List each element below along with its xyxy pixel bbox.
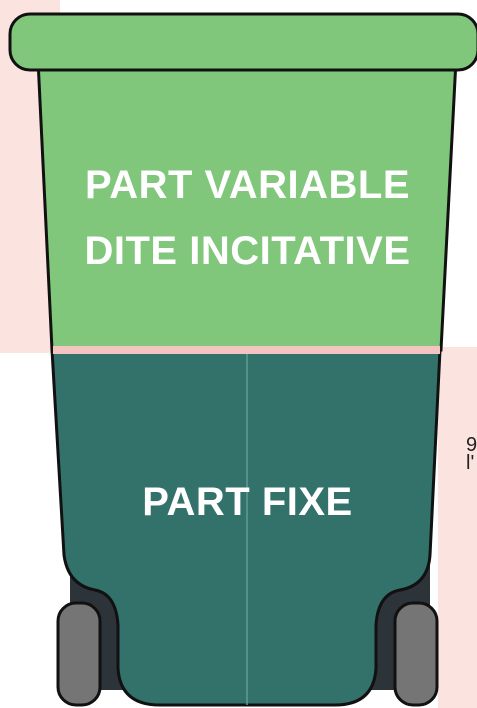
cropped-side-text-line1: 9 [466, 434, 477, 456]
bin-lid [8, 12, 477, 72]
right-wheel [393, 601, 439, 707]
background-accent-right [438, 347, 477, 708]
left-wheel [56, 601, 102, 707]
cropped-side-text-line2: l' [466, 452, 475, 474]
cropped-side-text: 9 l' [466, 434, 477, 474]
variable-part-label-line1: PART VARIABLE [84, 163, 410, 207]
bin-divider [53, 346, 440, 354]
variable-part-label: PART VARIABLE DITE INCITATIVE [60, 152, 435, 284]
bin-bottom-body [50, 348, 442, 707]
fixed-part-label: PART FIXE [142, 480, 353, 524]
variable-part-label-line2: DITE INCITATIVE [84, 229, 411, 273]
